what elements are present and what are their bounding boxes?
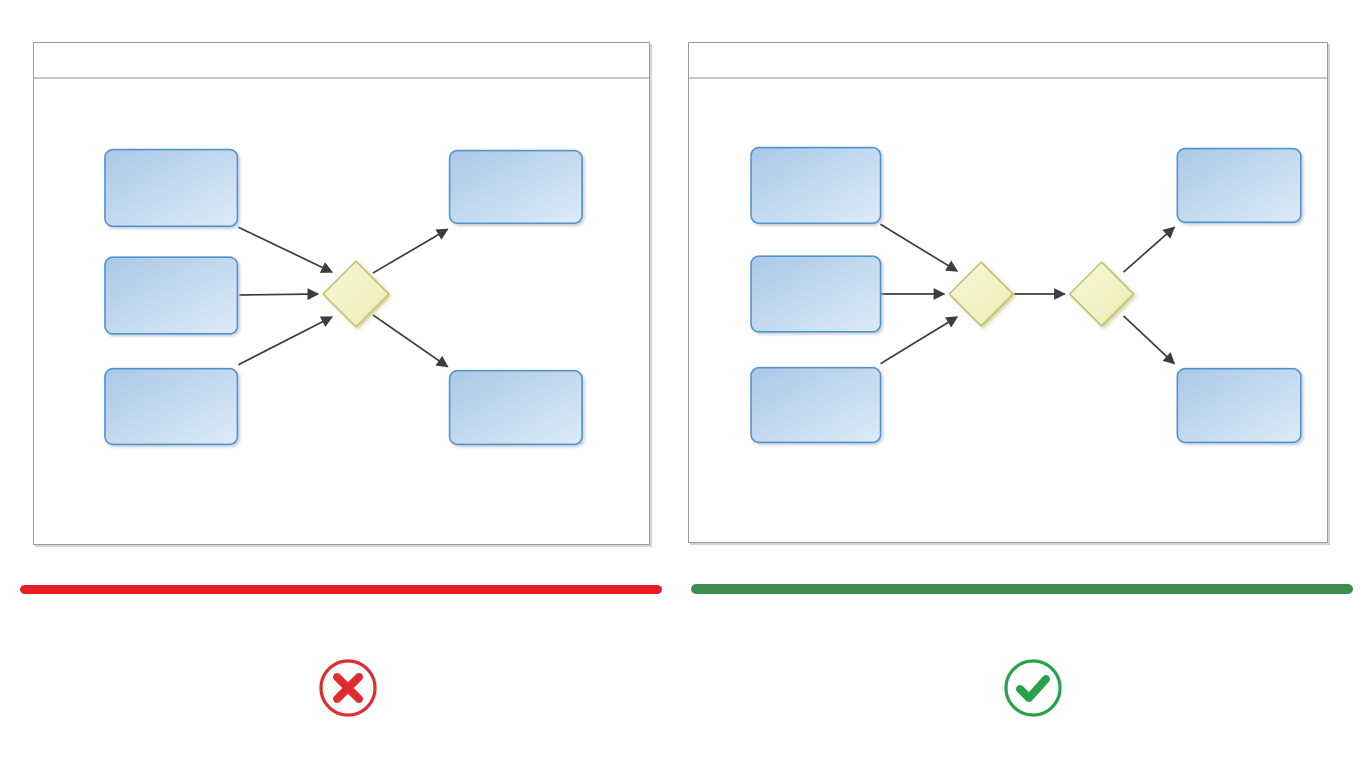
sequence-flow-arrow [880, 316, 959, 365]
task-node [750, 366, 882, 444]
task-node [448, 149, 583, 225]
diagram-window [688, 42, 1328, 543]
gateway-node [1068, 261, 1135, 327]
bpmn-diagram [750, 146, 1302, 444]
sequence-flow-arrow [239, 288, 320, 301]
sequence-flow-arrow [238, 226, 334, 273]
window-titlebar [34, 43, 649, 79]
check-circle-icon [1004, 659, 1062, 717]
task-node [1176, 147, 1302, 224]
gateway-node [948, 261, 1014, 327]
task-node [1176, 367, 1302, 444]
sequence-flow-arrow [238, 316, 334, 366]
cross-circle-icon [316, 656, 380, 720]
verdict-underline [691, 584, 1353, 594]
window-titlebar [689, 43, 1327, 79]
task-node [104, 148, 239, 228]
task-node [448, 369, 583, 446]
task-node [104, 256, 239, 335]
task-node [750, 255, 882, 333]
sequence-flow-arrow [1122, 315, 1176, 365]
sequence-flow-arrow [372, 228, 449, 274]
gateway-node [322, 260, 390, 328]
check-circle-icon [1001, 656, 1065, 720]
cross-circle-icon [319, 659, 377, 717]
sequence-flow-arrow [1122, 226, 1176, 273]
task-node [104, 367, 239, 446]
verdict-underline [20, 585, 662, 594]
task-node [750, 146, 882, 225]
sequence-flow-arrow [372, 314, 449, 368]
sequence-flow-arrow [880, 223, 959, 272]
bpmn-diagram [104, 148, 583, 446]
diagram-window [33, 42, 650, 545]
